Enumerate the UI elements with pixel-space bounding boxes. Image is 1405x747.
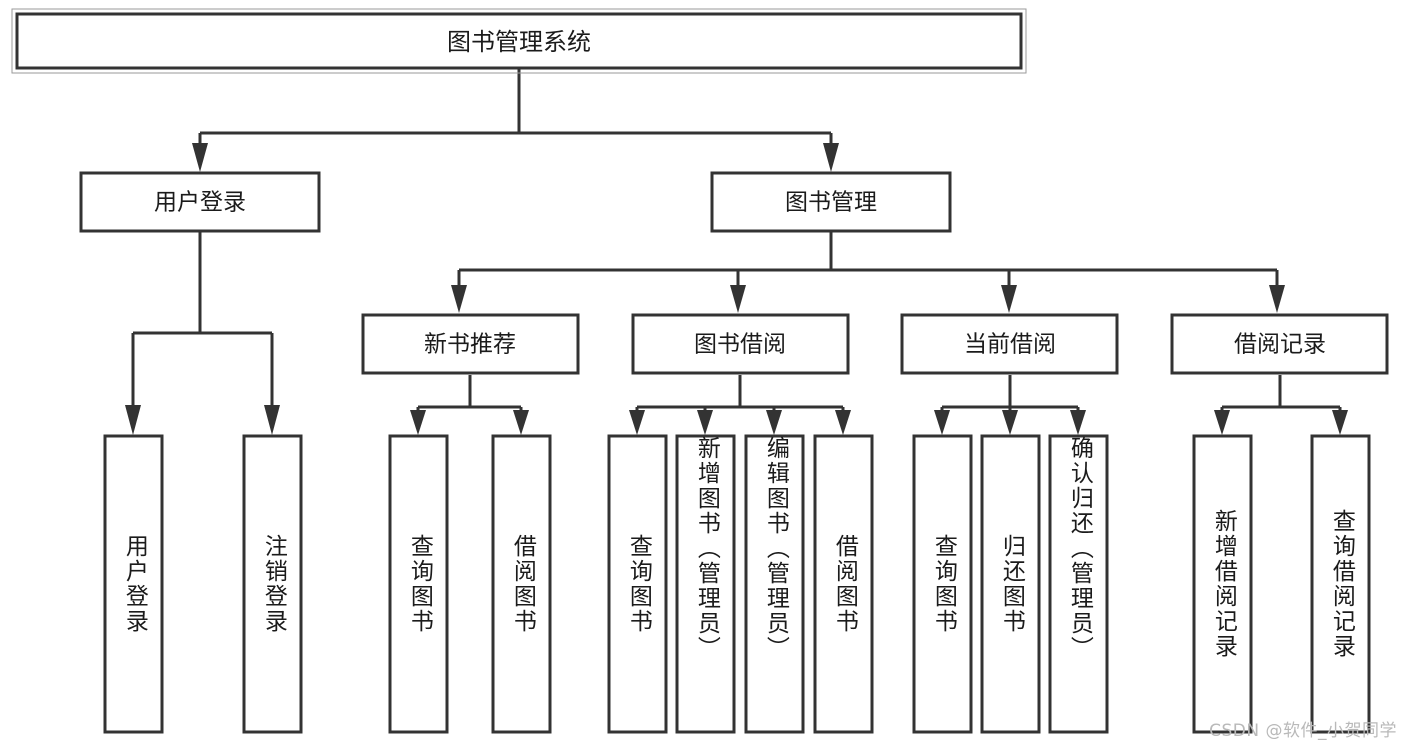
leaf-box-borrow-record-0[interactable] (1192, 434, 1253, 734)
leaf-box-book-borrow-3[interactable] (813, 434, 874, 734)
leaf-box-book-borrow-1[interactable] (675, 434, 736, 734)
node-new-book-rec[interactable]: 新书推荐 (361, 313, 580, 375)
arrow-head-newbook-leaf-1 (410, 410, 426, 435)
arrow-head-user-login (192, 143, 208, 172)
watermark-text: CSDN @软件_小贺同学 (1209, 721, 1397, 741)
arrow-head-userlogin-leaf-1 (125, 405, 141, 435)
arrow-head-userlogin-leaf-2 (264, 405, 280, 435)
node-root-box-outline (11, 8, 1027, 74)
arrow-head-borrowrecord-leaf-1 (1214, 410, 1230, 435)
leaf-box-new-book-rec-1[interactable] (491, 434, 552, 734)
connectors-group (125, 68, 1348, 435)
arrow-head-currentborrow-leaf-1 (934, 410, 950, 435)
node-new-book-rec-label: 新书推荐 (424, 332, 516, 358)
arrow-head-new-book-rec (451, 285, 467, 313)
arrow-head-borrow-record (1269, 285, 1285, 313)
leaf-boxes-group (103, 434, 1371, 734)
arrow-head-bookborrow-leaf-3 (766, 410, 782, 435)
node-current-borrow[interactable]: 当前借阅 (900, 313, 1119, 375)
node-book-borrow-box[interactable] (631, 313, 850, 375)
node-root[interactable]: 图书管理系统 (11, 8, 1027, 74)
node-user-login-label: 用户登录 (154, 190, 246, 216)
node-borrow-record-label: 借阅记录 (1234, 332, 1326, 358)
node-borrow-record[interactable]: 借阅记录 (1170, 313, 1389, 375)
arrow-head-currentborrow-leaf-3 (1070, 410, 1086, 435)
leaf-box-book-borrow-0[interactable] (607, 434, 668, 734)
node-book-manage-box[interactable] (710, 171, 952, 233)
node-root-label: 图书管理系统 (447, 28, 591, 56)
arrow-head-current-borrow (1001, 285, 1017, 313)
leaf-box-current-borrow-0[interactable] (912, 434, 973, 734)
arrow-head-book-borrow (730, 285, 746, 313)
leaf-box-current-borrow-1[interactable] (980, 434, 1041, 734)
node-book-manage[interactable]: 图书管理 (710, 171, 952, 233)
node-book-borrow[interactable]: 图书借阅 (631, 313, 850, 375)
leaf-box-book-borrow-2[interactable] (744, 434, 805, 734)
leaf-box-user-login-1[interactable] (242, 434, 303, 734)
node-new-book-rec-box[interactable] (361, 313, 580, 375)
arrow-head-newbook-leaf-2 (513, 410, 529, 435)
node-user-login-box[interactable] (79, 171, 321, 233)
node-book-borrow-label: 图书借阅 (694, 332, 786, 358)
arrow-head-bookborrow-leaf-2 (697, 410, 713, 435)
node-current-borrow-label: 当前借阅 (964, 332, 1056, 358)
arrow-head-bookborrow-leaf-4 (835, 410, 851, 435)
leaf-box-user-login-0[interactable] (103, 434, 164, 734)
arrow-head-currentborrow-leaf-2 (1002, 410, 1018, 435)
leaf-box-current-borrow-2[interactable] (1048, 434, 1109, 734)
arrow-head-book-manage (823, 143, 839, 172)
node-user-login[interactable]: 用户登录 (79, 171, 321, 233)
node-book-manage-label: 图书管理 (785, 190, 877, 216)
leaf-box-borrow-record-1[interactable] (1310, 434, 1371, 734)
arrow-head-bookborrow-leaf-1 (629, 410, 645, 435)
node-root-box[interactable] (15, 12, 1023, 70)
arrow-head-borrowrecord-leaf-2 (1332, 410, 1348, 435)
leaf-box-new-book-rec-0[interactable] (388, 434, 449, 734)
node-borrow-record-box[interactable] (1170, 313, 1389, 375)
node-current-borrow-box[interactable] (900, 313, 1119, 375)
